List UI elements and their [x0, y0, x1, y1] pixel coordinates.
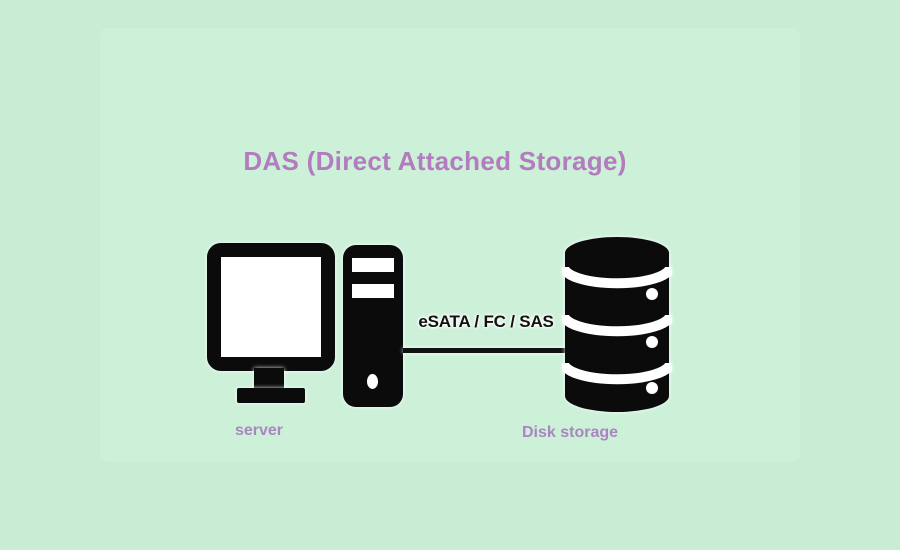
database-separator: [562, 266, 672, 289]
disk-indicator-dot: [646, 288, 658, 300]
tower-drive-slot: [352, 258, 394, 272]
connection-line: [403, 348, 570, 353]
server-caption: server: [234, 422, 284, 439]
tower-power-button: [367, 374, 378, 389]
monitor-stand-neck: [254, 368, 284, 390]
disk-storage-caption: Disk storage: [521, 424, 619, 441]
connection-label: eSATA / FC / SAS: [418, 312, 554, 331]
monitor-icon: [207, 243, 335, 371]
disk-indicator-dot: [646, 336, 658, 348]
monitor-stand-base: [237, 388, 305, 403]
database-separator: [562, 314, 672, 337]
disk-indicator-dot: [646, 382, 658, 394]
tower-drive-slot: [352, 284, 394, 298]
database-cylinder-icon: [562, 237, 672, 412]
diagram-canvas: DAS (Direct Attached Storage) eSATA / FC…: [100, 28, 800, 462]
database-separator: [562, 362, 672, 385]
diagram-title: DAS (Direct Attached Storage): [243, 146, 627, 176]
computer-tower-icon: [343, 245, 403, 407]
